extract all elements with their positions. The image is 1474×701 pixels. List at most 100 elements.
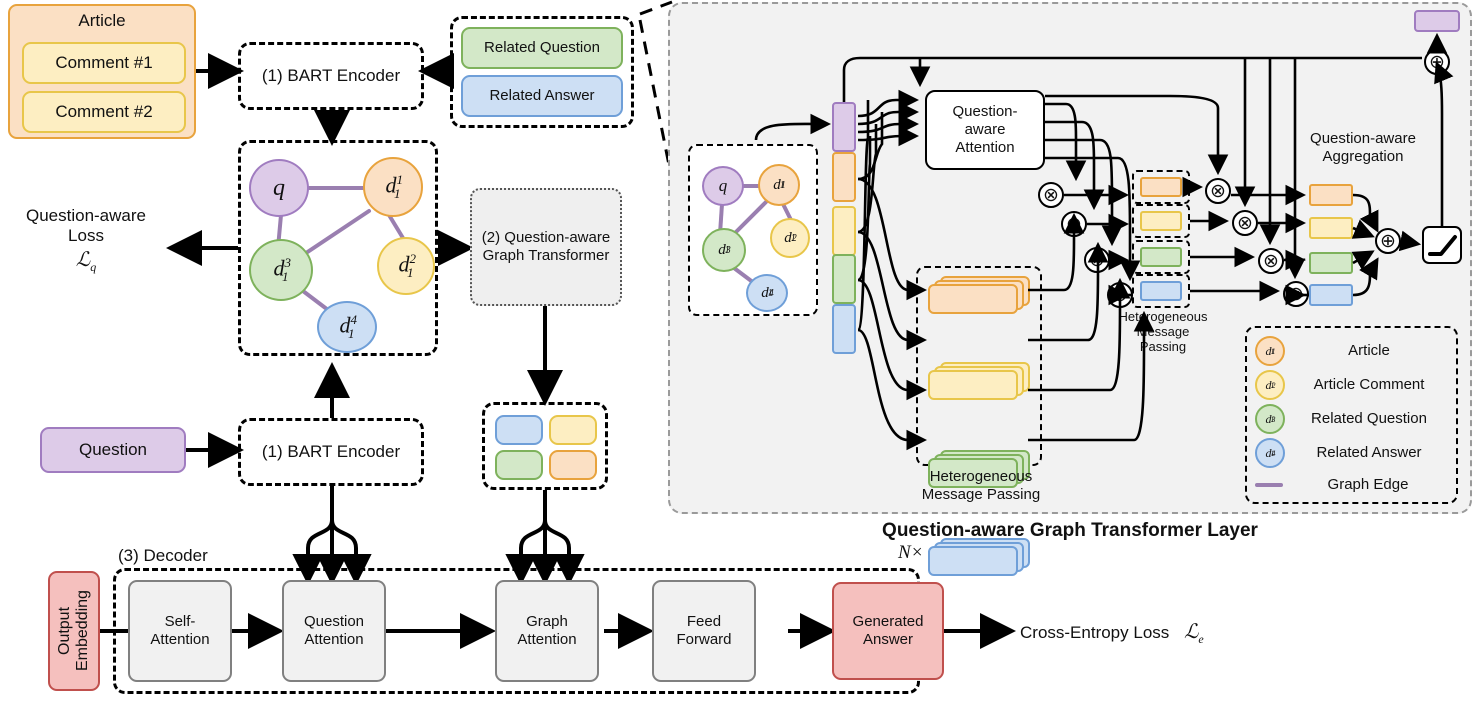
graph-node-d1-1: d11 [363,157,423,217]
hmp-right-line2: Message [1136,323,1190,339]
question-aware-attention-box: Question- aware Attention [925,90,1045,170]
question-card: Question [40,427,186,473]
output-embedding-label: Output Embedding [56,590,91,672]
question-attention-line1: Question [303,613,365,630]
feature-block-q [832,102,856,152]
graph-attention-line1: Graph [526,613,568,630]
relu-curve-icon [1428,235,1457,256]
decoder-title: (3) Decoder [118,546,208,565]
aggregation-block-article [1309,184,1353,206]
feed-forward-line2: Forward [676,631,732,648]
qa-loss-symbol: ℒq [75,248,97,274]
cross-entropy-loss: Cross-Entropy Loss ℒe [1020,620,1204,646]
aggregation-block-related-answer [1309,284,1353,306]
decoder-block-graph-attention: Graph Attention [495,580,599,682]
question-aware-loss: Question-aware Loss ℒq [0,206,172,275]
hmp-right-article [1140,177,1182,197]
multiply-op-1: ⊗ [1038,182,1064,208]
hmp-stack-related-answer [928,538,1030,576]
hmp-left-line2: Message Passing [921,486,1041,503]
grid-cell-article-comment [549,415,597,445]
self-attention-line2: Attention [150,631,210,648]
graph-node-q-label: q [273,174,285,201]
qa-graph-transformer-block: (2) Question-aware Graph Transformer [470,188,622,306]
generated-answer-line2: Answer [862,631,914,648]
self-attention-line1: Self- [164,613,196,630]
aggregation-block-related-question [1309,252,1353,274]
aggregation-line2: Aggregation [1322,148,1404,165]
decoder-repeat-label: N× [898,542,924,563]
related-question-card: Related Question [461,27,623,69]
graph-node-d1-2-label: d21 [398,251,417,280]
aggregation-label: Question-aware Aggregation [1268,130,1458,166]
comment-1-card: Comment #1 [22,42,186,84]
qagt-line1: (2) Question-aware [481,229,611,246]
hmp-right-related-answer [1140,281,1182,301]
hmp-right-box-related-question [1132,240,1190,274]
feature-block-article [832,152,856,202]
related-card-group: Related Question Related Answer [450,16,634,128]
question-attention-line2: Attention [304,631,364,648]
related-answer-card: Related Answer [461,75,623,117]
multiply-op-8: ⊗ [1283,281,1309,307]
article-card: Article Comment #1 Comment #2 [8,4,196,139]
hmp-right-box-related-answer [1132,274,1190,308]
decoder-block-feed-forward: Feed Forward [652,580,756,682]
qa-loss-line1: Question-aware [25,206,146,225]
legend-item-graph-edge: Graph Edge [1255,472,1453,498]
graph-node-d1-4-label: d41 [339,312,358,341]
feature-block-related-question [832,254,856,304]
feed-forward-line1: Feed [686,613,722,630]
multiply-op-4: ⊗ [1107,282,1133,308]
qa-loss-line2: Loss [68,226,104,246]
feature-block-comment [832,206,856,256]
bart-encoder-bottom: (1) BART Encoder [238,418,424,486]
multiply-op-7: ⊗ [1258,248,1284,274]
graph-attention-line2: Attention [517,631,577,648]
legend-icon-graph-edge [1255,483,1283,487]
graph-node-d1-1-label: d11 [385,172,404,201]
legend-label-related-question: Related Question [1311,410,1427,427]
output-embedding-card: Output Embedding [48,571,100,691]
residual-add-op: ⊕ [1424,49,1450,75]
multiply-op-3: ⊗ [1084,247,1110,273]
multiply-op-5: ⊗ [1205,178,1231,204]
feature-block-related-answer [832,304,856,354]
panel-caption: Question-aware Graph Transformer Layer [882,520,1258,541]
graph-embedding-grid [482,402,608,490]
cross-entropy-loss-text: Cross-Entropy Loss [1020,623,1170,642]
hmp-right-box-comment [1132,204,1190,238]
aggregation-add-op: ⊕ [1375,228,1401,254]
multiply-op-2: ⊗ [1061,211,1087,237]
grid-cell-related-answer [495,415,543,445]
cross-entropy-loss-symbol: ℒe [1184,621,1204,646]
bart-encoder-top: (1) BART Encoder [238,42,424,110]
graph-node-q: q [249,159,309,217]
grid-cell-article [549,450,597,480]
generated-answer-line1: Generated [852,613,924,630]
legend-label-related-answer: Related Answer [1316,444,1422,461]
layer-output-block [1414,10,1460,32]
hmp-stack-related-question [928,450,1030,488]
hmp-left-line1: Heterogeneous [929,468,1033,485]
multiply-op-6: ⊗ [1232,210,1258,236]
relu-activation-icon [1422,226,1462,264]
hmp-stack-article [928,276,1030,314]
layer-node-q: q [702,166,744,206]
legend-label-graph-edge: Graph Edge [1327,476,1409,493]
hmp-stack-comment [928,362,1030,400]
generated-answer-card: Generated Answer [832,582,944,680]
decoder-block-question-attention: Question Attention [282,580,386,682]
